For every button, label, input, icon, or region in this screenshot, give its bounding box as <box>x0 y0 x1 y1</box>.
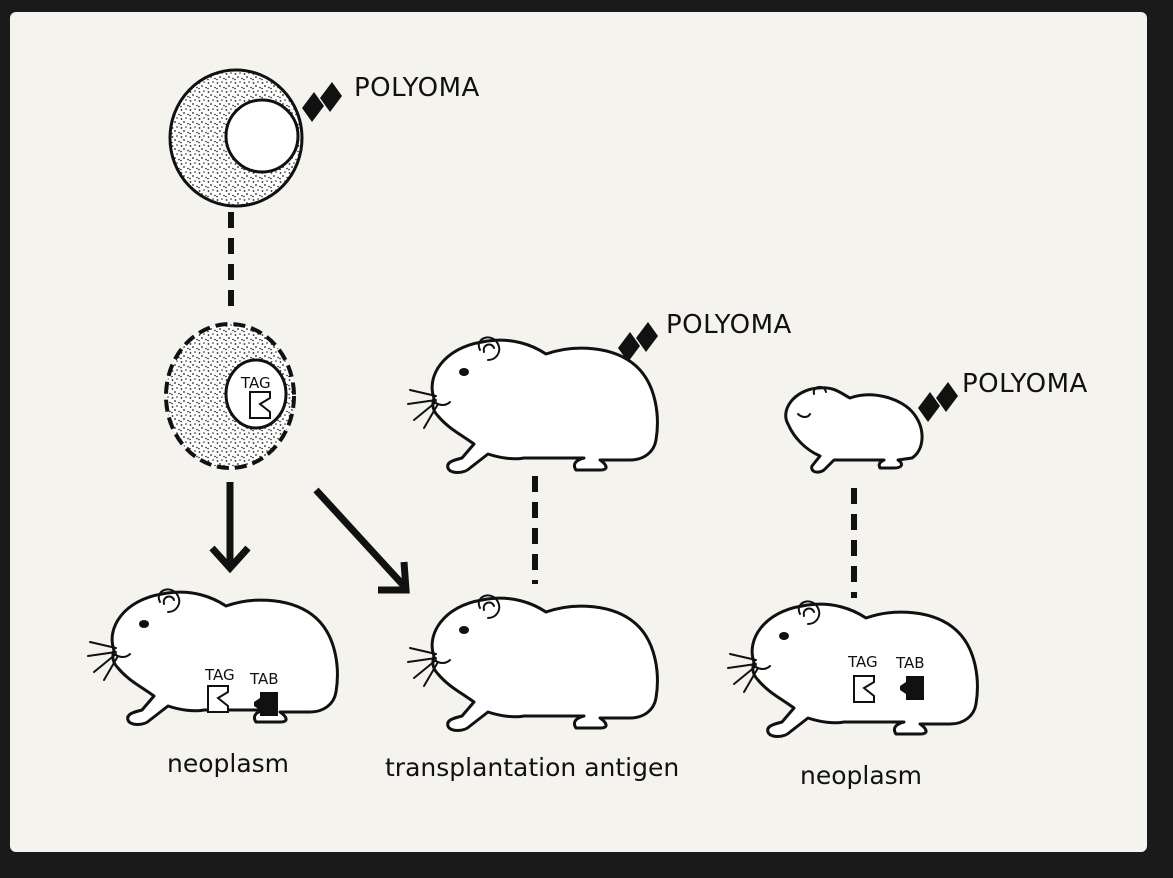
tab-label-right: TAB <box>895 654 925 672</box>
normal-cell <box>170 70 302 206</box>
cell-nucleus <box>226 100 298 172</box>
virus-label-newborn: POLYOMA <box>962 369 1088 399</box>
transformed-cell <box>166 324 294 468</box>
virus-label-adult: POLYOMA <box>666 310 792 340</box>
tag-label-left: TAG <box>204 666 235 684</box>
tag-label-right: TAG <box>847 653 878 671</box>
caption-middle: transplantation antigen <box>385 753 679 782</box>
virus-label-cell: POLYOMA <box>354 73 480 103</box>
tab-label-left: TAB <box>249 670 279 688</box>
caption-left: neoplasm <box>167 749 289 778</box>
caption-right: neoplasm <box>800 761 922 790</box>
tag-label-cell: TAG <box>240 374 271 392</box>
